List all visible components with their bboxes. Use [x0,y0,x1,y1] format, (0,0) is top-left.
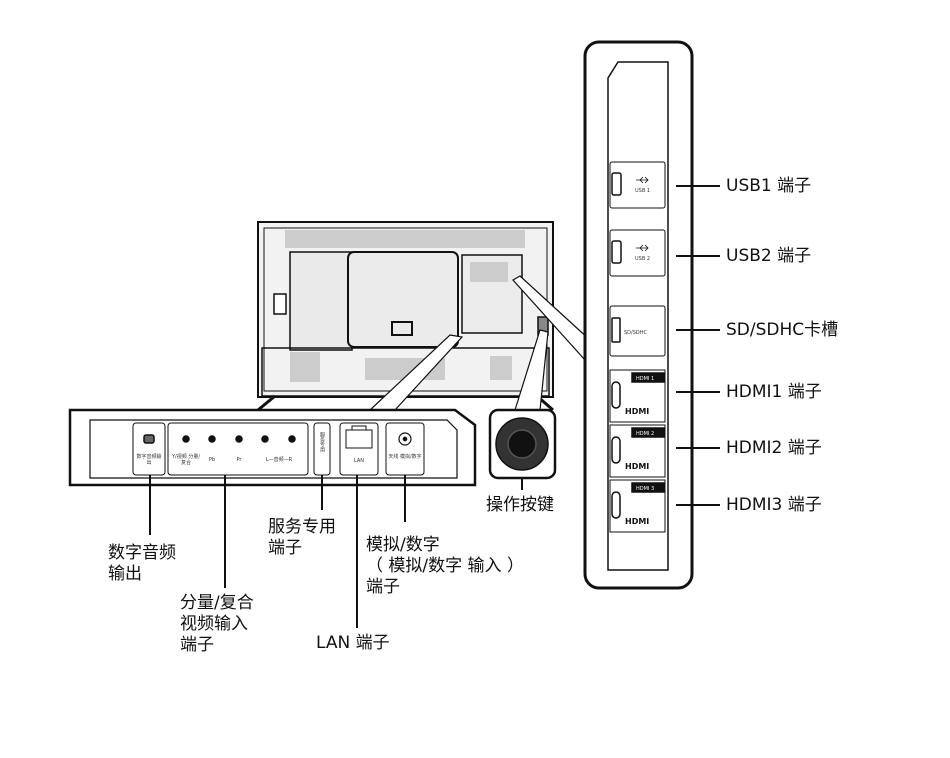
tv-back-illustration [257,221,554,412]
hdmi2-label: HDMI2 端子 [726,438,822,458]
antenna-label-line1: 模拟/数字 [366,535,440,555]
hdmi3-label: HDMI3 端子 [726,495,822,515]
optical-label-line1: 数字音频 [108,543,176,563]
usb1-label: USB1 端子 [726,176,812,196]
control-button-label: 操作按键 [486,495,554,515]
hdmi3-tag: HDMI 3 [636,486,654,492]
component-label-line1: 分量/复合 [180,593,254,613]
antenna-label: 模拟/数字 （ 模拟/数字 输入 ） 端子 [366,535,524,598]
optical-label-line2: 输出 [108,564,142,584]
hdmi1-label: HDMI1 端子 [726,382,822,402]
antenna-port-tag: 天线 模拟/数字 [388,454,422,460]
hdmi-logo: HDMI [625,517,649,526]
service-label-line2: 端子 [268,538,302,558]
hdmi-logo: HDMI [625,462,649,471]
service-label: 服务专用 端子 [268,517,336,559]
video-port-tag: Y/视频 分量/复合 [171,454,200,466]
usb1-tag: USB 1 [635,188,650,194]
service-port-tag: 服务专用 [319,432,325,452]
sd-tag: SD/SDHC [624,330,647,336]
lan-label: LAN 端子 [316,633,390,653]
service-label-line1: 服务专用 [268,517,336,537]
control-button-illustration [488,408,557,490]
component-label-line3: 端子 [180,635,214,655]
pr-port-tag: Pr [236,457,242,463]
lan-port-tag: LAN [353,458,365,464]
side-port-panel: USB 1 USB 2 SD/SDHC HDMI 1 HDMI 2 HDMI 3… [583,40,694,590]
usb2-label: USB2 端子 [726,246,812,266]
component-label: 分量/复合 视频输入 端子 [180,593,254,656]
hdmi-logo: HDMI [625,407,649,416]
antenna-label-line3: 端子 [366,577,400,597]
audio-port-tag: L—音频—R [265,457,293,463]
component-label-line2: 视频输入 [180,614,248,634]
antenna-label-line2: （ 模拟/数字 输入 ） [366,556,524,576]
optical-label: 数字音频 输出 [108,543,176,585]
sd-label: SD/SDHC卡槽 [726,320,839,340]
hdmi1-tag: HDMI 1 [636,376,654,382]
usb2-tag: USB 2 [635,256,650,262]
bottom-port-panel [68,408,477,487]
hdmi2-tag: HDMI 2 [636,431,654,437]
optical-port-tag: 数字音频输出 [136,454,162,466]
pb-port-tag: Pb [208,457,216,463]
